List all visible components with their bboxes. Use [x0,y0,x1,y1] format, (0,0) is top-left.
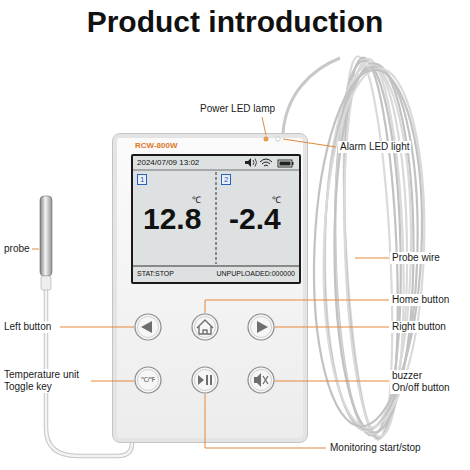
temperature-reading: 12.8 [143,204,201,234]
speaker-icon [254,373,261,387]
pause-icon [210,375,212,385]
date-time: 2024/07/09 13:02 [137,159,199,167]
button [248,314,274,340]
home-icon [197,320,213,334]
power-led [264,137,268,141]
callout-label: Monitoring start/stop [328,442,423,454]
temperature-reading: -2.4 [229,204,281,234]
wifi-icon [260,159,272,166]
buttons [135,314,274,393]
leader-line [60,327,134,328]
channel-number: 1 [137,174,147,185]
battery-level [280,162,291,166]
button-symbol: ℃/℉ [141,376,156,384]
leader-line [283,139,336,147]
channel-number: 2 [221,174,231,185]
callout-label: probe [2,243,32,255]
leader-line [275,327,389,328]
button-rim [195,317,216,338]
callout-label: Probe wire [390,252,442,264]
button-rim [195,370,216,391]
button [192,314,218,340]
leader-line [32,249,39,250]
button [135,314,161,340]
channel-divider [216,172,217,264]
button-rim [138,317,159,338]
button-rim [138,370,159,391]
alarm-led [276,137,280,141]
leader-line [205,300,389,313]
temperature-unit: ℃ [192,196,201,205]
button [248,367,274,393]
probe-body [40,196,52,276]
device-body: RCW-800W2024/07/09 13:02112.8℃2-2.4℃STAT… [112,133,308,443]
play-icon [198,375,204,385]
mute-icon [263,376,268,384]
callout-label: Alarm LED light [338,141,411,153]
device-cable [283,58,340,133]
top-bar-line [133,170,299,171]
temperature-unit: ℃ [272,196,281,205]
callout-label: Home button [390,294,451,306]
leader-line [275,381,389,382]
probe-collar [41,276,51,290]
sound-wave-icon [253,159,257,167]
battery-icon [278,160,292,167]
leader-line [355,258,389,259]
leader-line [88,381,134,382]
button [135,367,161,393]
title: Product introduction [0,4,470,40]
sound-icon [245,158,251,167]
callout-label: Right button [390,321,448,333]
right-arrow-icon [257,321,268,333]
button-rim [251,370,272,391]
display-screen: 2024/07/09 13:02112.8℃2-2.4℃STAT:STOPUNP… [131,154,301,284]
callout-label: buzzer On/off button [390,370,453,394]
callout-label: Left button [2,321,53,333]
pause-icon [206,375,208,385]
button [192,367,218,393]
model-name: RCW-800W [135,142,178,150]
battery-tip [292,162,294,165]
callout-label: Power LED lamp [198,103,277,115]
bottom-bar-line [133,266,299,267]
status-text: STAT:STOP [137,270,174,277]
callout-label: Temperature unit Toggle key [2,369,91,393]
left-arrow-icon [141,321,152,333]
leader-lines [32,117,389,448]
button-rim [251,317,272,338]
status-text: UNPUPLOADED:000000 [216,270,295,277]
leader-line [262,117,266,135]
leader-line [205,394,326,448]
